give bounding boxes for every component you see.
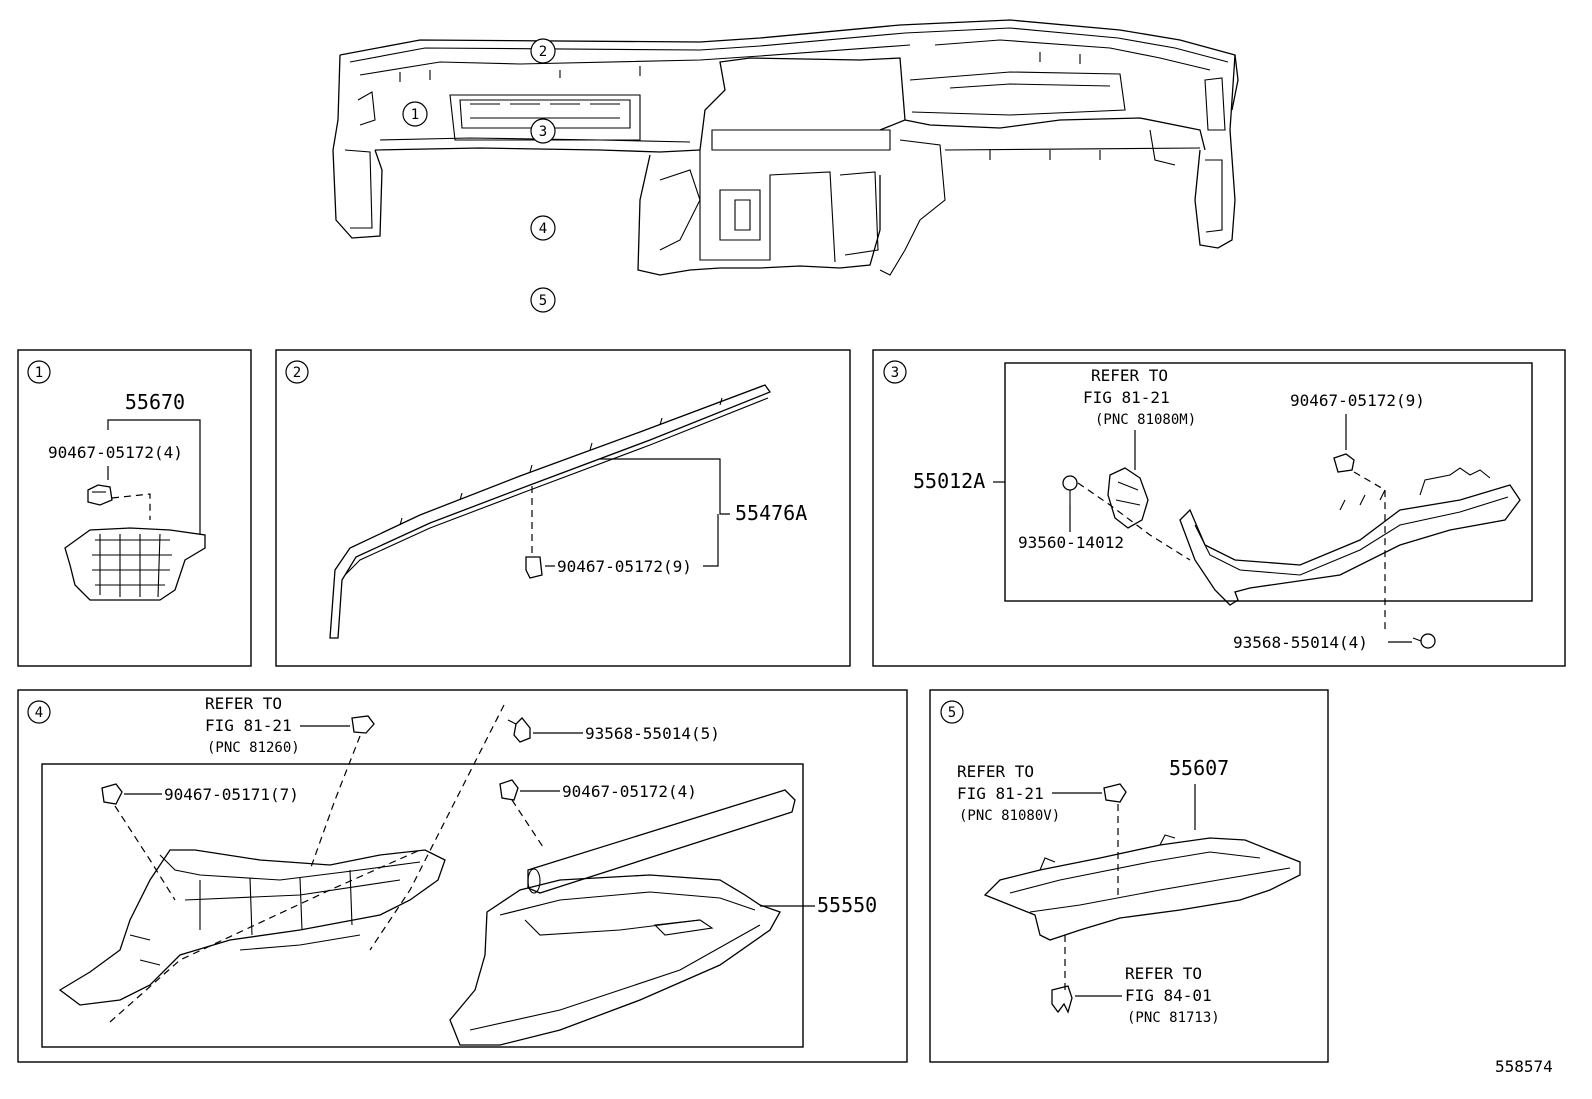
panel-4: 4 REFER TO FIG 81-21 (PNC 81260) 93568-5… (17, 689, 908, 1063)
refer-pnc-p5b-label: (PNC 81713) (1127, 1010, 1220, 1026)
refer-pnc-p4-label: (PNC 81260) (207, 740, 300, 756)
panel-1-callout: 1 (35, 365, 43, 381)
clip-icon (1103, 783, 1127, 803)
drawing-id: 558574 (1495, 1057, 1553, 1076)
panel-5: 5 55607 REFER TO FIG 81-21 (PNC 81080V) … (929, 689, 1329, 1063)
clip-90467-05172-9-p3-label: 90467-05172(9) (1290, 391, 1425, 410)
part-55012a-label: 55012A (913, 469, 985, 493)
lower-panel-part (1179, 467, 1521, 606)
clip-icon (1051, 985, 1073, 1014)
clip-90467-05171-7-label: 90467-05171(7) (164, 785, 299, 804)
refer-to-p4-label: REFER TO (205, 694, 282, 713)
callout-4-overview: 4 (539, 221, 547, 237)
clip-90467-05172-4-label: 90467-05172(4) (48, 443, 183, 462)
glove-box-door-part (449, 874, 781, 1046)
screw-icon (1062, 475, 1078, 505)
instrument-panel-overview (332, 19, 1239, 276)
damper-rod-part (527, 789, 796, 894)
clip-icon (1333, 453, 1355, 473)
glove-box-frame-part (58, 849, 446, 1006)
panel-2-callout: 2 (293, 365, 301, 381)
panel-5-callout: 5 (948, 705, 956, 721)
callout-3-overview: 3 (539, 124, 547, 140)
panel-4-callout: 4 (35, 705, 43, 721)
refer-to-p5a-label: REFER TO (957, 762, 1034, 781)
part-55550-label: 55550 (817, 893, 877, 917)
clip-icon (101, 783, 123, 805)
clip-90467-05172-9-label: 90467-05172(9) (557, 557, 692, 576)
clip-icon (351, 715, 375, 734)
panel-2: 2 55476A 90467-05172(9) (275, 349, 851, 667)
panel-3: 3 55012A REFER TO FIG 81-21 (PNC 81080M)… (872, 349, 1566, 667)
refer-fig-label: FIG 81-21 (1083, 388, 1170, 407)
part-55607-label: 55607 (1169, 756, 1229, 780)
refer-pnc-p5a-label: (PNC 81080V) (959, 808, 1060, 824)
bolt-icon (507, 717, 531, 743)
upper-garnish-strip (329, 384, 772, 639)
callout-5-overview: 5 (539, 293, 547, 309)
refer-to-p5b-label: REFER TO (1125, 964, 1202, 983)
part-55670-label: 55670 (125, 390, 185, 414)
screw-93560-14012-label: 93560-14012 (1018, 533, 1124, 552)
refer-fig-p5a-label: FIG 81-21 (957, 784, 1044, 803)
refer-to-label: REFER TO (1091, 366, 1168, 385)
refer-fig-p5b-label: FIG 84-01 (1125, 986, 1212, 1005)
callout-1-overview: 1 (411, 107, 419, 123)
bolt-93568-55014-5-label: 93568-55014(5) (585, 724, 720, 743)
clip-90467-05172-4-p4-label: 90467-05172(4) (562, 782, 697, 801)
refer-fig-p4-label: FIG 81-21 (205, 716, 292, 735)
callout-2-overview: 2 (539, 44, 547, 60)
refer-pnc-label: (PNC 81080M) (1095, 412, 1196, 428)
bolt-icon (1412, 633, 1436, 649)
bolt-93568-55014-4-label: 93568-55014(4) (1233, 633, 1368, 652)
panel-1: 1 55670 90467-05172(4) (17, 349, 252, 667)
bracket-part (1107, 467, 1149, 529)
panel-3-callout: 3 (891, 365, 899, 381)
clip-icon (525, 556, 543, 579)
part-55476a-label: 55476A (735, 501, 807, 525)
clip-icon (87, 484, 113, 506)
clip-icon (499, 779, 519, 801)
overview-callouts: 2 1 3 4 5 (402, 38, 556, 313)
side-vent-part (64, 527, 206, 601)
lower-cover-part (983, 834, 1301, 941)
